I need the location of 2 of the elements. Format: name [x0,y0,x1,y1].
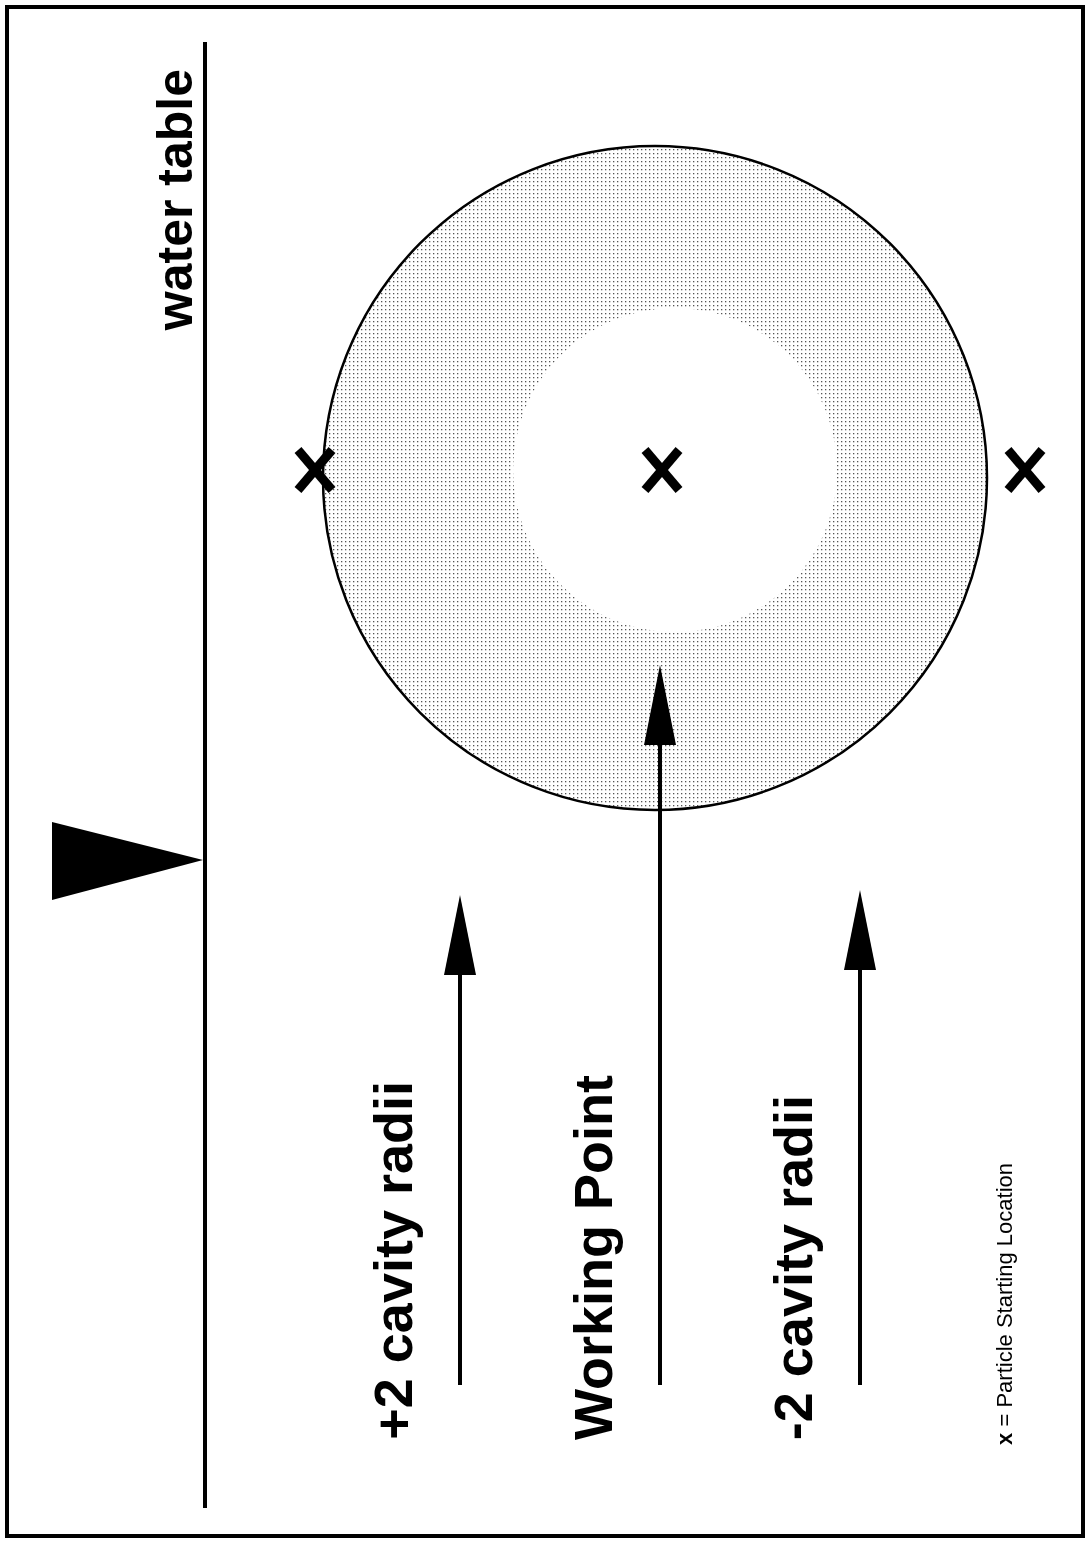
label: water table [150,68,200,330]
legend-note: x = Particle Starting Location [994,1163,1016,1445]
